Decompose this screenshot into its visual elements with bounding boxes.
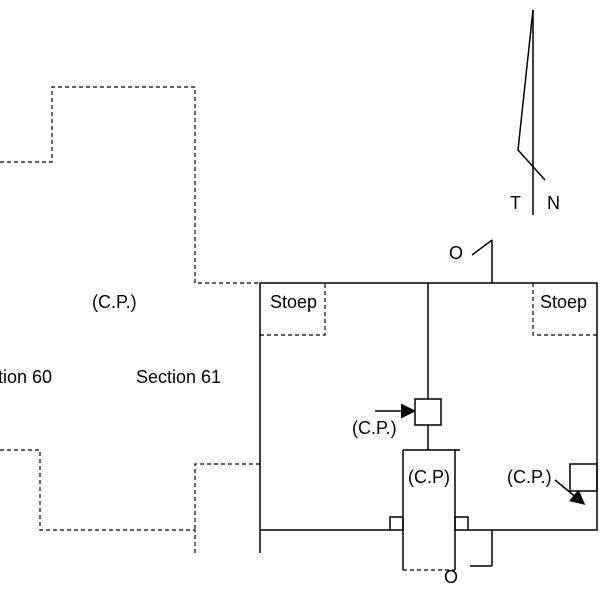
property-outline — [259, 282, 598, 553]
step-left — [389, 516, 404, 531]
north-n-label: N — [547, 193, 560, 213]
cp-box-right — [569, 463, 598, 492]
outlet-flag-top-icon — [471, 239, 493, 283]
cp-center-label: (C.P) — [408, 467, 450, 487]
section-61-label: Section 61 — [136, 367, 221, 387]
cp-box-center — [414, 398, 442, 426]
step-right — [454, 516, 469, 531]
north-arrow-icon — [517, 9, 546, 215]
stoep-left-area — [260, 283, 326, 336]
north-t-label: T — [510, 193, 521, 213]
stoep-right-area — [532, 283, 597, 336]
pipe-line — [403, 283, 460, 451]
cp-arrow-right — [554, 479, 586, 505]
outlet-flag-bottom-icon — [470, 530, 493, 567]
cp-label-left: (C.P.) — [92, 292, 137, 312]
stoep-left-label: Stoep — [270, 292, 317, 312]
cp-arrow-left-label: (C.P.) — [352, 418, 397, 438]
cp-right-label: (C.P.) — [507, 467, 552, 487]
section-60-label: tion 60 — [0, 367, 52, 387]
lower-extension — [389, 450, 469, 571]
o-bottom-label: O — [444, 567, 458, 587]
stoep-right-label: Stoep — [540, 292, 587, 312]
o-top-label: O — [449, 243, 463, 263]
section-boundary-dashed — [0, 86, 260, 555]
